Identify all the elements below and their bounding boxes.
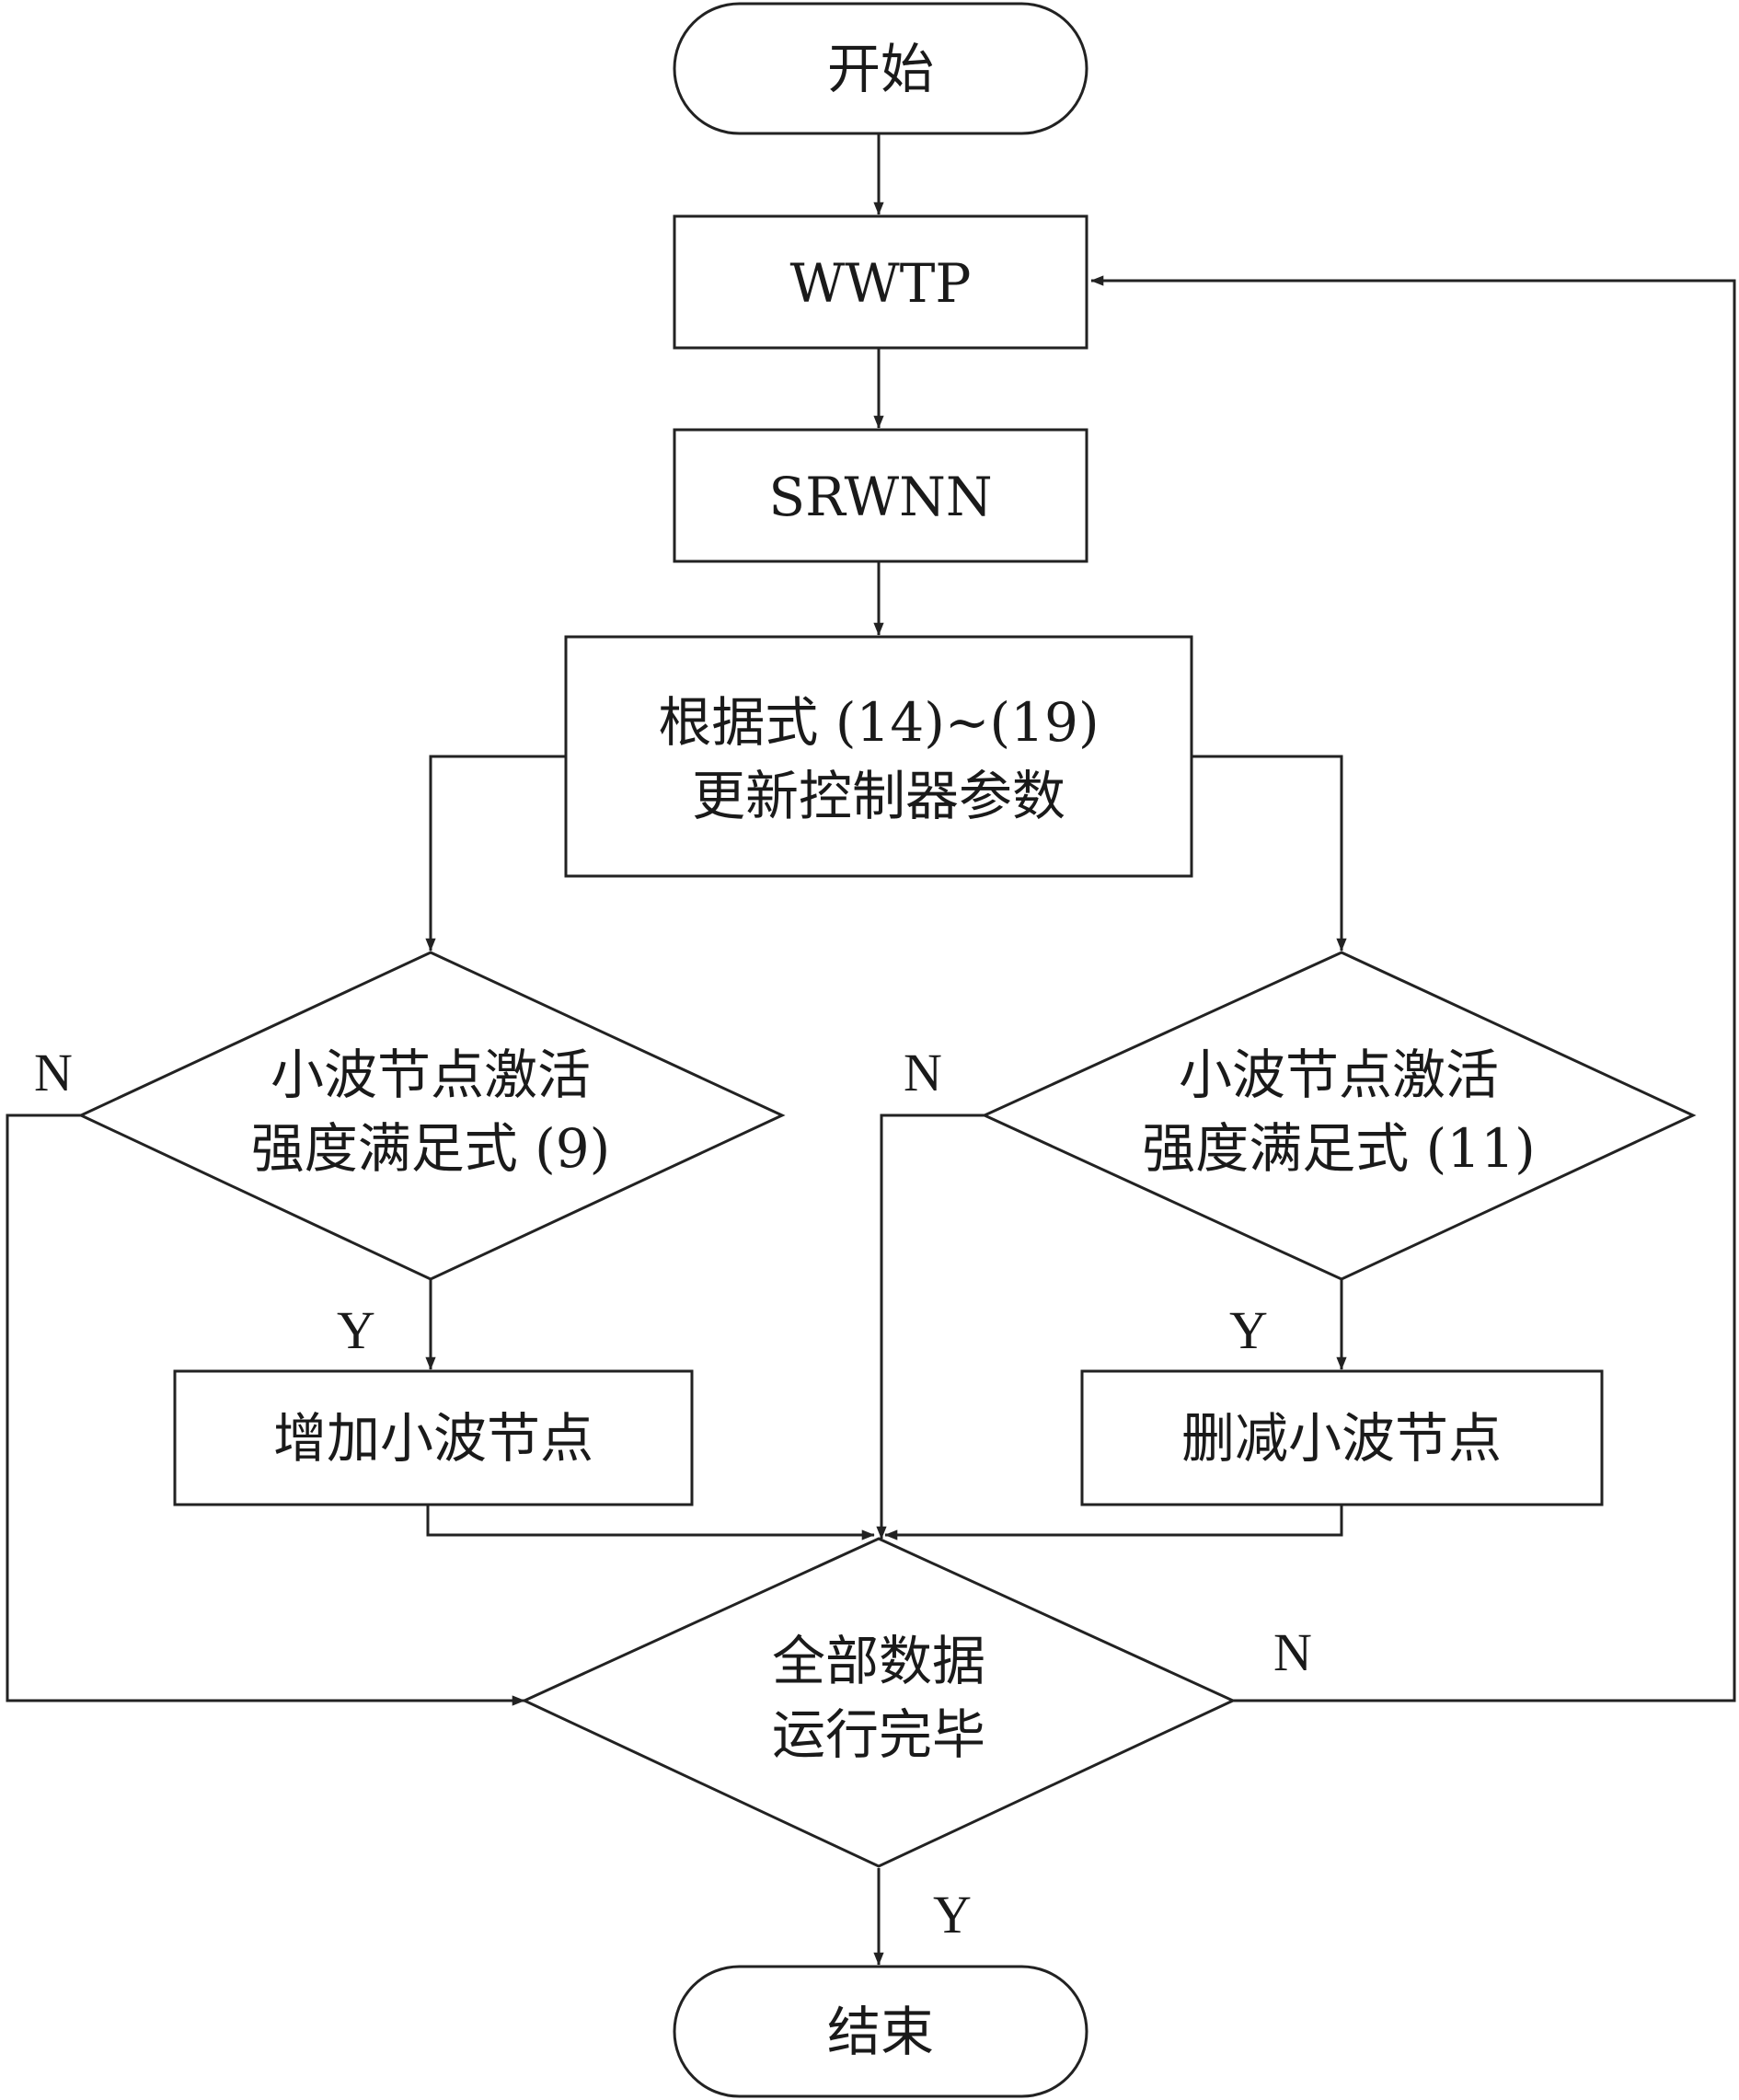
start-node: 开始 — [673, 2, 1088, 135]
update-params-line1: 根据式 (14)~(19) — [658, 691, 1099, 754]
update-params-line2: 更新控制器参数 — [692, 765, 1065, 827]
connectors — [6, 133, 1736, 1966]
start-label: 开始 — [827, 38, 934, 100]
wwtp-label: WWTP — [790, 252, 972, 315]
all-done-decision: 全部数据 运行完毕 — [521, 1537, 1237, 1868]
srwnn-label: SRWNN — [768, 466, 992, 528]
edge-update-to-check-delete — [1192, 755, 1347, 952]
branch-label-no-delete: N — [904, 1043, 942, 1102]
check-add-line1: 小波节点激活 — [271, 1044, 591, 1106]
update-params-node: 根据式 (14)~(19) 更新控制器参数 — [564, 635, 1193, 878]
srwnn-node: SRWNN — [673, 428, 1088, 563]
branch-label-yes-add: Y — [337, 1300, 375, 1360]
edge-all-done-no-loop — [1090, 275, 1736, 1702]
all-done-line2: 运行完毕 — [772, 1703, 985, 1766]
edge-update-to-check-add — [425, 755, 566, 952]
branch-labels: N N Y Y N Y — [34, 1043, 1312, 1944]
check-delete-decision: 小波节点激活 强度满足式 (11) — [981, 951, 1697, 1281]
edge-add-to-merge — [426, 1505, 875, 1540]
check-add-decision: 小波节点激活 强度满足式 (9) — [77, 951, 786, 1281]
all-done-line1: 全部数据 — [772, 1630, 985, 1692]
edge-check-add-no — [6, 1113, 525, 1706]
branch-label-no-all-done: N — [1273, 1622, 1312, 1682]
edge-check-delete-no — [876, 1113, 985, 1540]
branch-label-yes-all-done: Y — [933, 1885, 972, 1944]
add-node-label: 增加小波节点 — [273, 1407, 593, 1470]
check-delete-line2: 强度满足式 (11) — [1142, 1117, 1536, 1180]
end-label: 结束 — [827, 2001, 934, 2063]
check-add-line2: 强度满足式 (9) — [251, 1117, 611, 1180]
wwtp-node: WWTP — [673, 214, 1088, 350]
branch-label-yes-delete: Y — [1229, 1300, 1268, 1360]
edge-delete-to-merge — [884, 1505, 1343, 1540]
delete-node-label: 删减小波节点 — [1181, 1407, 1502, 1470]
end-node: 结束 — [673, 1965, 1088, 2098]
branch-label-no-add: N — [34, 1043, 73, 1102]
delete-node-box: 删减小波节点 — [1080, 1369, 1604, 1506]
add-node-box: 增加小波节点 — [173, 1369, 694, 1506]
check-delete-line1: 小波节点激活 — [1179, 1044, 1499, 1106]
